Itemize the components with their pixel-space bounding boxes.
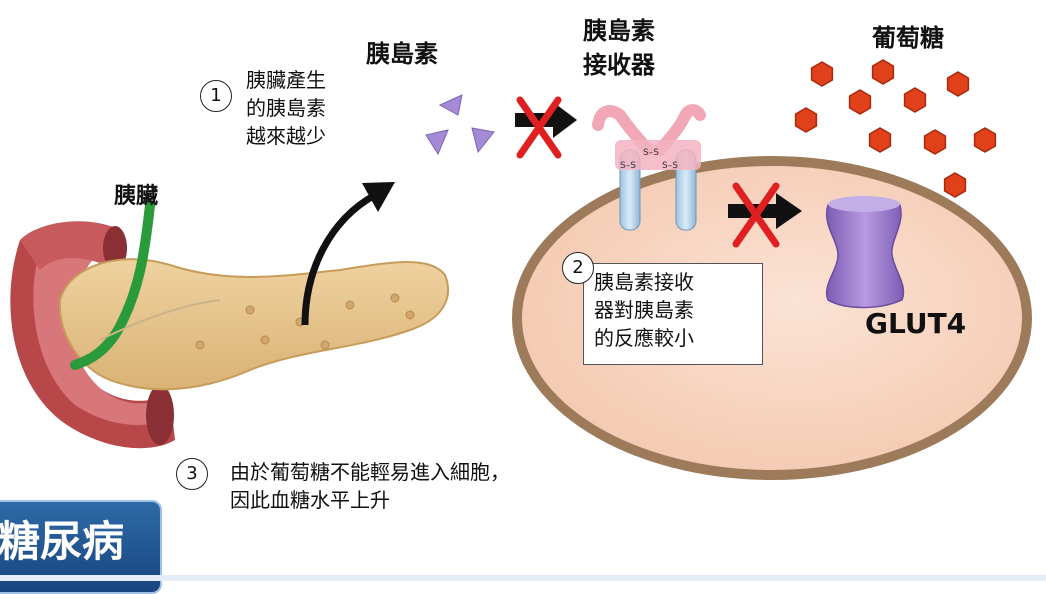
glucose-molecule: [850, 90, 871, 114]
step-1-line: 胰臟產生: [246, 66, 326, 94]
glucose-molecule: [945, 173, 966, 197]
disulfide-bond-label: S–S: [643, 148, 659, 158]
step-2-line: 器對胰島素: [594, 296, 752, 324]
glut4-transporter: [827, 196, 904, 308]
glucose-molecule: [812, 62, 833, 86]
step-1-line: 越來越少: [246, 122, 326, 150]
step-2-number: 2: [562, 252, 594, 284]
step-2-box: 胰島素接收 器對胰島素 的反應較小: [583, 263, 763, 365]
receptor-label-line2: 接收器: [583, 48, 655, 82]
receptor-label-line1: 胰島素: [583, 14, 655, 48]
insulin-label: 胰島素: [366, 34, 438, 69]
step-1-text: 胰臟產生 的胰島素 越來越少: [246, 66, 326, 150]
banner-title: 糖尿病: [0, 517, 124, 566]
glut4-label: GLUT4: [865, 307, 966, 340]
bottom-bar: [0, 575, 1046, 581]
glucose-molecule: [975, 128, 996, 152]
step-1-line: 的胰島素: [246, 94, 326, 122]
disulfide-bond-label: S–S: [662, 161, 678, 171]
glucose-molecule: [796, 108, 817, 132]
glucose-molecule: [870, 128, 891, 152]
glucose-molecule: [873, 60, 894, 84]
step-2-line: 的反應較小: [594, 324, 752, 352]
receptor-label: 胰島素 接收器: [583, 14, 655, 82]
blocked-arrow-insulin: [515, 100, 577, 155]
step-3-number: 3: [176, 458, 208, 490]
insulin-molecules: [426, 95, 494, 154]
glucose-molecule: [905, 88, 926, 112]
step-3-text: 由於葡萄糖不能輕易進入細胞， 因此血糖水平上升: [230, 458, 510, 514]
diagram-canvas: S–S S–S S–S: [0, 0, 1046, 581]
step-3-line: 由於葡萄糖不能輕易進入細胞，: [230, 458, 510, 486]
pancreas-label: 胰臟: [114, 178, 158, 210]
step-1-number: 1: [200, 80, 232, 112]
step-3-line: 因此血糖水平上升: [230, 486, 510, 514]
glucose-molecule: [948, 72, 969, 96]
disulfide-bond-label: S–S: [620, 161, 636, 171]
step-2-line: 胰島素接收: [594, 268, 752, 296]
pancreas-illustration: [10, 205, 448, 448]
glucose-label: 葡萄糖: [872, 18, 944, 53]
glucose-molecule: [925, 130, 946, 154]
